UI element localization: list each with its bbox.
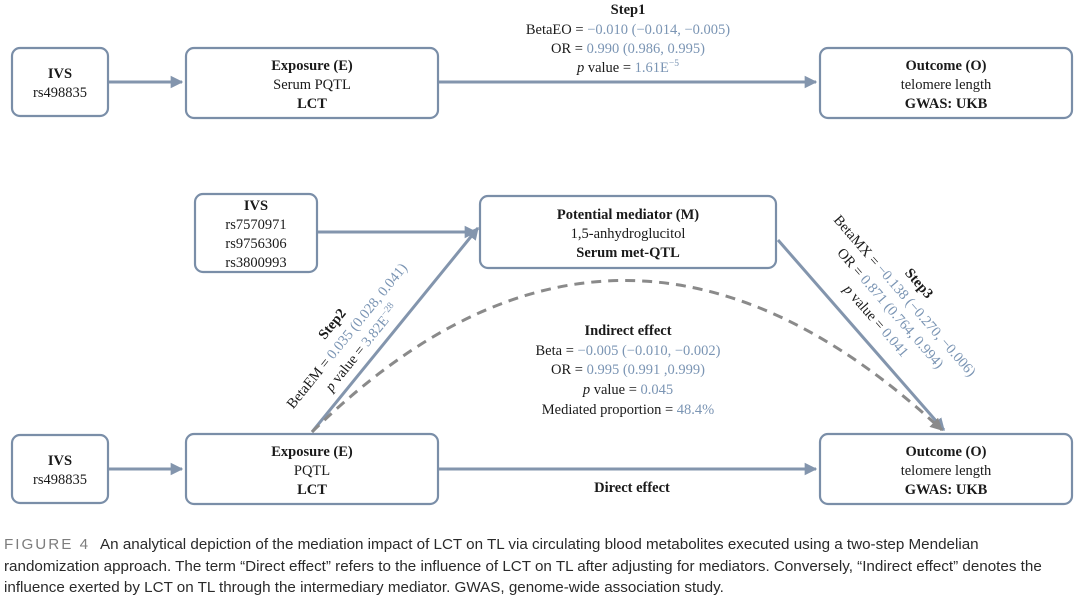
step1-beta: BetaEO = −0.010 (−0.014, −0.005) bbox=[526, 22, 730, 38]
direct-effect-label: Direct effect bbox=[594, 480, 670, 496]
mediation-diagram: IVS rs498835 Exposure (E) Serum PQTL LCT… bbox=[10, 2, 1074, 506]
bottom-exposure-gene: LCT bbox=[297, 482, 327, 498]
exposure-to-mediator-arrow bbox=[310, 227, 480, 433]
bottom-outcome-title: Outcome (O) bbox=[906, 444, 987, 460]
step1-annotation: Step1 BetaEO = −0.010 (−0.014, −0.005) O… bbox=[526, 2, 730, 76]
bottom-outcome-source: GWAS: UKB bbox=[905, 482, 988, 498]
mediator-box bbox=[478, 194, 778, 270]
mediator-ivs-box bbox=[193, 192, 319, 274]
indirect-p: p value = 0.045 bbox=[582, 382, 673, 398]
bottom-ivs-snp: rs498835 bbox=[33, 472, 87, 488]
mediator-ivs-snp: rs3800993 bbox=[225, 255, 286, 271]
mediator-ivs-snp: rs7570971 bbox=[225, 217, 286, 233]
mediator-to-outcome-arrow bbox=[776, 239, 946, 431]
indirect-effect-annotation: Indirect effect Beta = −0.005 (−0.010, −… bbox=[536, 323, 721, 418]
top-ivs-title: IVS bbox=[48, 66, 72, 82]
step2-annotation: Step2 BetaEM = 0.035 (0.028, 0.041) p va… bbox=[284, 260, 411, 412]
top-exposure-box bbox=[184, 46, 440, 120]
indirect-effect-dashed-arrow bbox=[310, 279, 944, 434]
indirect-beta: Beta = −0.005 (−0.010, −0.002) bbox=[536, 343, 721, 359]
step3-or: OR = 0.871 (0.764, 0.994) bbox=[833, 245, 946, 372]
mediator-title: Potential mediator (M) bbox=[557, 207, 699, 223]
bottom-exposure-sub: PQTL bbox=[294, 463, 330, 479]
bottom-exposure-title: Exposure (E) bbox=[271, 444, 353, 460]
top-exposure-title: Exposure (E) bbox=[271, 58, 353, 74]
step1-or: OR = 0.990 (0.986, 0.995) bbox=[551, 41, 705, 57]
top-ivs-snp: rs498835 bbox=[33, 85, 87, 101]
indirect-or: OR = 0.995 (0.991 ,0.999) bbox=[551, 362, 705, 378]
bottom-exposure-box bbox=[184, 432, 440, 506]
top-outcome-box bbox=[818, 46, 1074, 120]
figure-label: FIGURE 4 bbox=[4, 536, 91, 553]
mediator-source: Serum met-QTL bbox=[576, 245, 680, 261]
indirect-title: Indirect effect bbox=[584, 323, 671, 339]
indirect-proportion: Mediated proportion = 48.4% bbox=[542, 402, 715, 418]
step1-p: p value = 1.61E−5 bbox=[576, 59, 679, 76]
bottom-ivs-title: IVS bbox=[48, 453, 72, 469]
bottom-outcome-box bbox=[818, 432, 1074, 506]
mediator-ivs-title: IVS bbox=[244, 198, 268, 214]
mediator-ivs-snp: rs9756306 bbox=[225, 236, 286, 252]
mediator-sub: 1,5-anhydroglucitol bbox=[571, 226, 686, 242]
top-exposure-gene: LCT bbox=[297, 96, 327, 112]
caption-text: An analytical depiction of the mediation… bbox=[4, 536, 1042, 596]
bottom-outcome-sub: telomere length bbox=[901, 463, 992, 479]
step1-title: Step1 bbox=[611, 2, 646, 18]
top-ivs-box bbox=[10, 46, 110, 118]
top-outcome-title: Outcome (O) bbox=[906, 58, 987, 74]
top-outcome-source: GWAS: UKB bbox=[905, 96, 988, 112]
top-exposure-sub: Serum PQTL bbox=[273, 77, 351, 93]
bottom-ivs-box bbox=[10, 433, 110, 505]
top-outcome-sub: telomere length bbox=[901, 77, 992, 93]
